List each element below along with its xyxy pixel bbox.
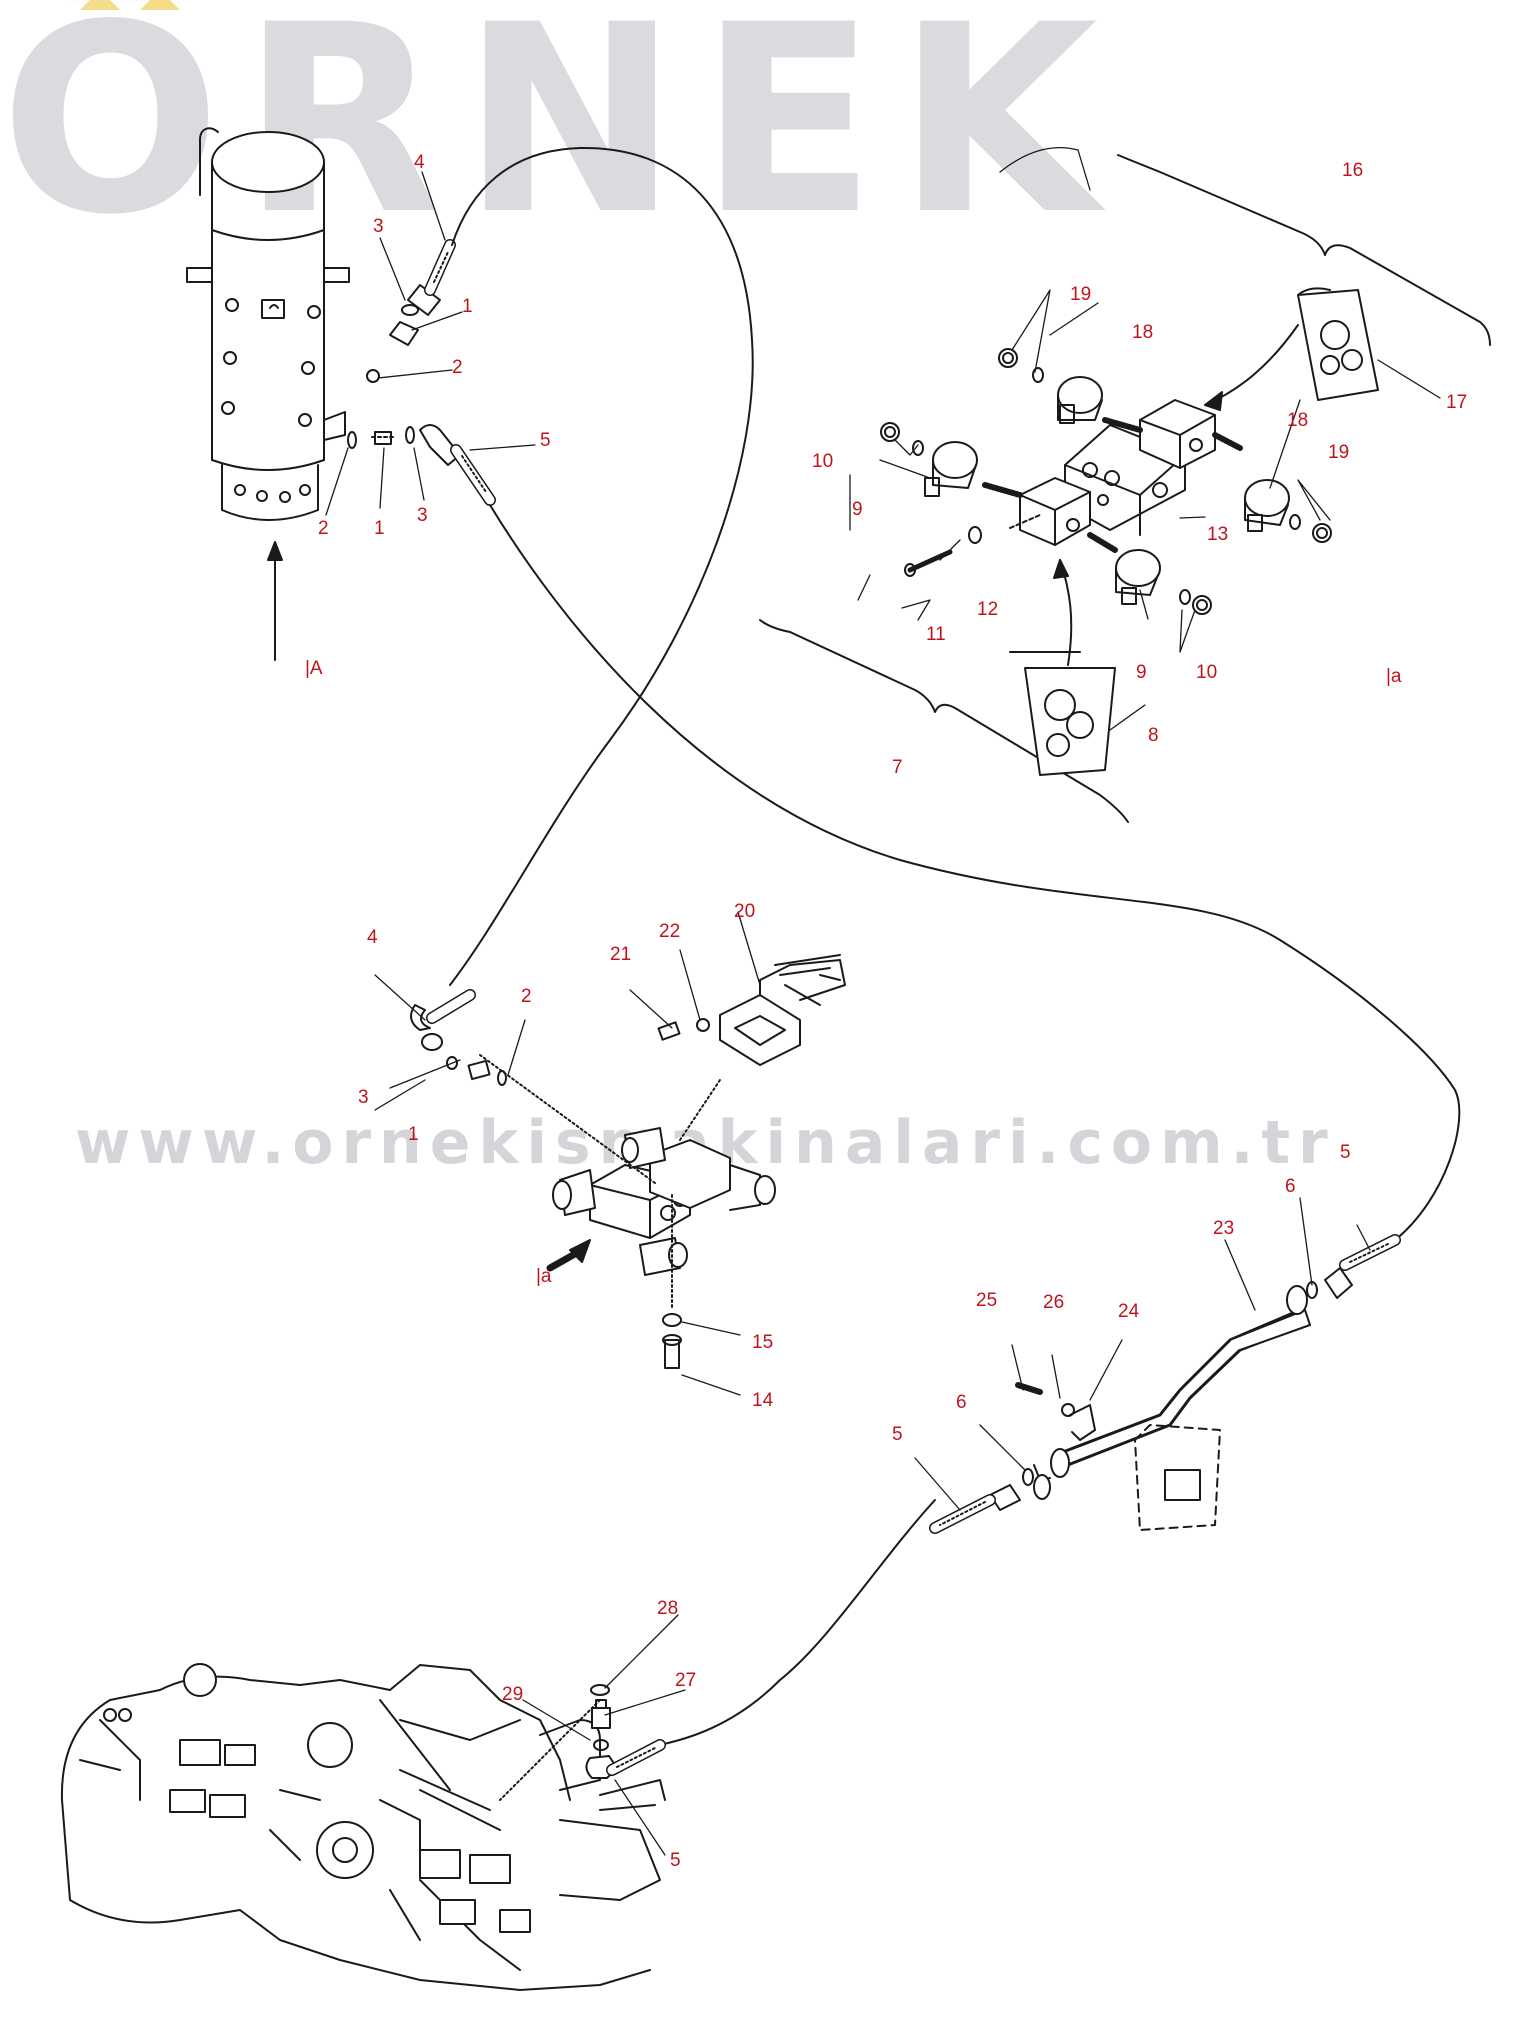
hose-4-upper [449, 146, 754, 986]
callout-10-left: 10 [812, 451, 833, 472]
callout-19-top: 19 [1070, 284, 1091, 305]
view-ref-A: |A [305, 658, 323, 679]
callout-24: 24 [1118, 1301, 1140, 1322]
callout-21: 21 [610, 944, 631, 965]
callout-3-top: 3 [373, 216, 384, 237]
callout-7: 7 [892, 757, 903, 778]
leader-lines [325, 147, 1441, 1856]
callout-9-left: 9 [852, 499, 863, 520]
valve-block-middle [410, 954, 846, 1369]
fitting-group-bottom [499, 1684, 666, 1801]
callout-13: 13 [1207, 524, 1228, 545]
callout-20: 20 [734, 901, 755, 922]
callout-4-middle: 4 [367, 927, 378, 948]
hose-5-lower [659, 1499, 936, 1746]
callout-1-middle: 1 [408, 1124, 419, 1145]
callout-25: 25 [976, 1290, 997, 1311]
callout-3-top-lower: 3 [417, 505, 428, 526]
callout-28: 28 [657, 1598, 678, 1619]
callout-29: 29 [502, 1684, 523, 1705]
callout-6-lower: 6 [956, 1392, 967, 1413]
callout-5-right: 5 [1340, 1142, 1351, 1163]
valve-exploded-assembly [759, 154, 1491, 823]
rotary-cylinder [186, 127, 350, 661]
callout-4-top: 4 [414, 152, 425, 173]
callout-2-top-lower: 2 [318, 518, 329, 539]
callout-11: 11 [926, 624, 946, 645]
callout-9-right: 9 [1136, 662, 1147, 683]
callout-labels: 4 3 1 2 5 2 1 3 |A 16 19 18 17 18 19 10 … [305, 152, 1467, 1871]
watermark-accent-left [80, 0, 120, 10]
callout-5-bottom: 5 [670, 1850, 681, 1871]
callout-27: 27 [675, 1670, 696, 1691]
callout-12: 12 [977, 599, 998, 620]
callout-23: 23 [1213, 1218, 1234, 1239]
callout-22: 22 [659, 921, 680, 942]
callout-19-right: 19 [1328, 442, 1349, 463]
hose-5-upper [489, 504, 1461, 1241]
watermark-brand: ÖRNEK [0, 0, 1118, 230]
tube-assembly-lower [929, 1234, 1401, 1534]
callout-18-top: 18 [1132, 322, 1153, 343]
callout-3-middle: 3 [358, 1087, 369, 1108]
fitting-group-top [347, 239, 496, 506]
callout-8: 8 [1148, 725, 1159, 746]
callout-17: 17 [1446, 392, 1467, 413]
callout-5-lower: 5 [892, 1424, 903, 1445]
callout-2-middle: 2 [521, 986, 532, 1007]
view-ref-a-middle: |a [536, 1266, 552, 1287]
view-ref-a-right: |a [1386, 666, 1402, 687]
callout-16: 16 [1342, 160, 1363, 181]
callout-1-top-lower: 1 [374, 518, 385, 539]
axle-transmission [60, 1663, 666, 1991]
watermark-accent-right [140, 0, 180, 10]
callout-14: 14 [752, 1390, 774, 1411]
watermark-brand-text: ÖRNEK [0, 0, 1118, 230]
callout-6-right: 6 [1285, 1176, 1296, 1197]
callout-5-top: 5 [540, 430, 551, 451]
callout-1-top: 1 [462, 296, 473, 317]
callout-10-right: 10 [1196, 662, 1217, 683]
callout-18-right: 18 [1287, 410, 1308, 431]
callout-2-top: 2 [452, 357, 463, 378]
callout-26: 26 [1043, 1292, 1064, 1313]
callout-15: 15 [752, 1332, 773, 1353]
